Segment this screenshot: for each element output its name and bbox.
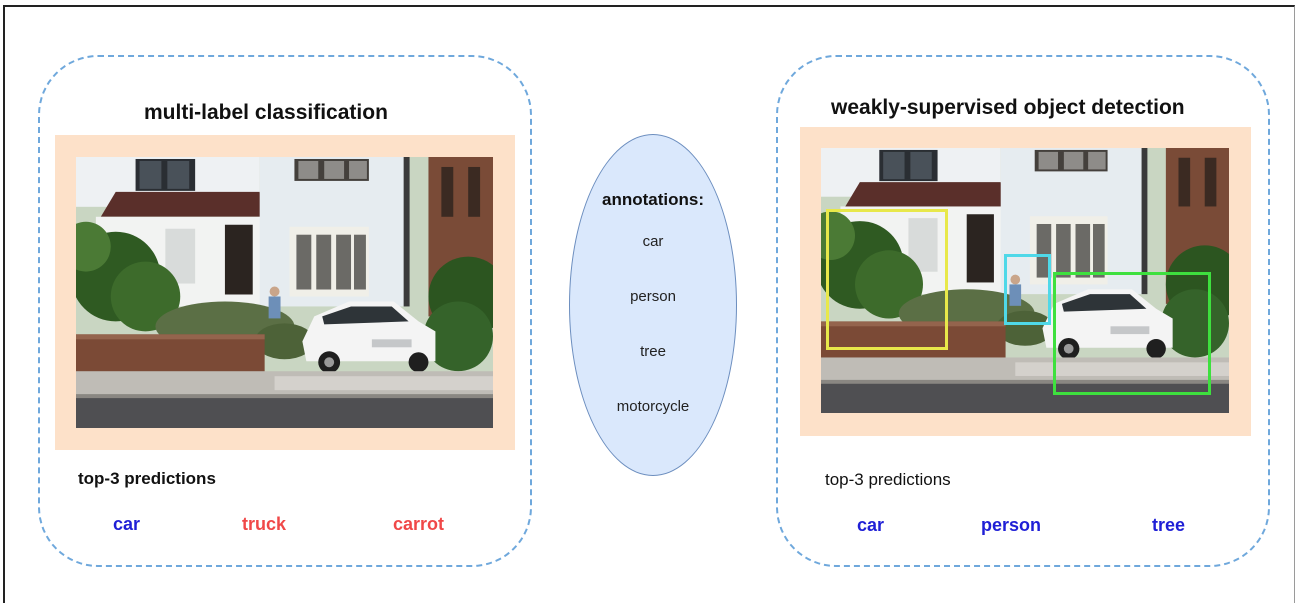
figure-frame bbox=[3, 5, 1295, 603]
left-prediction-2: truck bbox=[242, 514, 287, 534]
right-predictions-label: top-3 predictions bbox=[825, 470, 951, 489]
left-street-photo bbox=[76, 157, 493, 428]
right-prediction-2: person bbox=[981, 515, 1042, 535]
annotation-item: car bbox=[642, 233, 664, 250]
car-bounding-box bbox=[1053, 272, 1211, 395]
multi-label-title: multi-label classification bbox=[144, 101, 388, 124]
detection-panel bbox=[776, 55, 1270, 567]
annotation-item: motorcycle bbox=[616, 398, 690, 415]
multi-label-panel bbox=[38, 55, 532, 567]
annotations-title: annotations: bbox=[602, 190, 704, 209]
annotation-item: person bbox=[630, 288, 676, 305]
person-bounding-box bbox=[1004, 254, 1051, 325]
left-prediction-1: car bbox=[113, 514, 141, 534]
tree-bounding-box bbox=[826, 209, 948, 350]
detection-title: weakly-supervised object detection bbox=[831, 96, 1185, 119]
annotation-item: tree bbox=[640, 343, 666, 360]
right-prediction-1: car bbox=[857, 515, 885, 535]
left-predictions-label: top-3 predictions bbox=[78, 469, 216, 488]
left-prediction-3: carrot bbox=[393, 514, 445, 534]
annotations-ellipse bbox=[569, 134, 737, 476]
right-prediction-3: tree bbox=[1152, 515, 1186, 535]
